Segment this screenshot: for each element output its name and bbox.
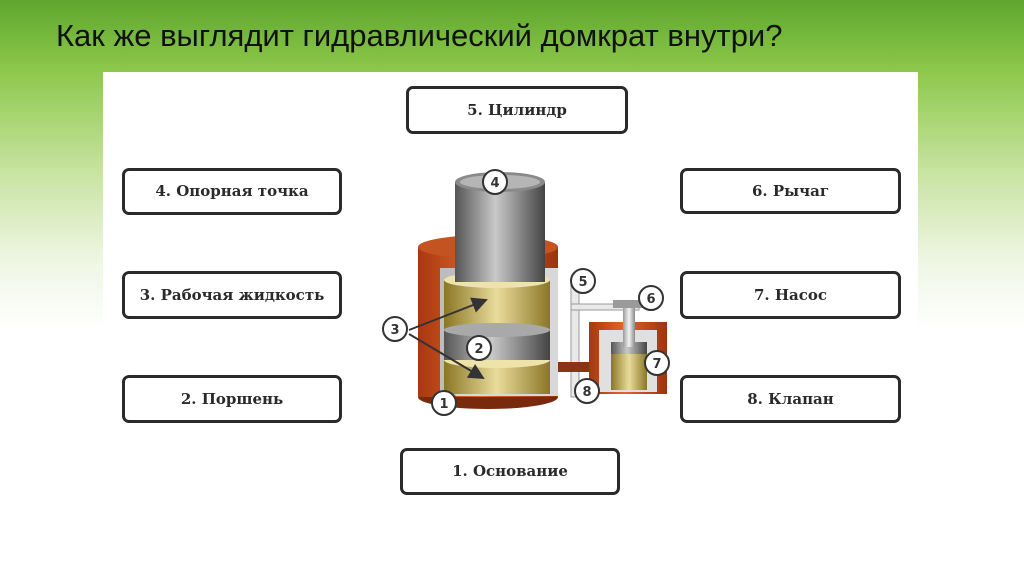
- label-support-point: 4. Опорная точка: [122, 168, 342, 215]
- svg-text:2: 2: [474, 342, 483, 357]
- slide-title: Как же выглядит гидравлический домкрат в…: [56, 18, 783, 53]
- label-pump: 7. Насос: [680, 271, 901, 319]
- marker-3: 3: [382, 316, 408, 342]
- label-piston: 2. Поршень: [122, 375, 342, 423]
- marker-7: 7: [644, 350, 670, 376]
- piston: [444, 323, 550, 360]
- label-base: 1. Основание: [400, 448, 620, 495]
- label-lever: 6. Рычаг: [680, 168, 901, 214]
- svg-text:7: 7: [652, 357, 661, 372]
- marker-1: 1: [431, 390, 457, 416]
- svg-text:8: 8: [582, 385, 591, 400]
- diagram-panel: 1 2 3 4 5 6 7 8 5. Цилинд: [103, 72, 918, 532]
- fluid-arrows: [408, 297, 488, 380]
- hydraulic-jack-diagram: 1 2 3 4 5 6 7 8: [382, 169, 670, 416]
- marker-4: 4: [482, 169, 508, 195]
- marker-5: 5: [570, 268, 596, 294]
- marker-2: 2: [466, 335, 492, 361]
- svg-text:4: 4: [490, 176, 499, 191]
- label-working-fluid: 3. Рабочая жидкость: [122, 271, 342, 319]
- svg-text:3: 3: [390, 323, 399, 338]
- svg-text:5: 5: [578, 275, 587, 290]
- marker-6: 6: [638, 285, 664, 311]
- label-valve: 8. Клапан: [680, 375, 901, 423]
- label-cylinder: 5. Цилиндр: [406, 86, 628, 134]
- svg-text:1: 1: [439, 397, 448, 412]
- pump: [589, 300, 667, 394]
- working-fluid: [444, 272, 550, 394]
- marker-8: 8: [574, 378, 600, 404]
- ram: [455, 172, 545, 282]
- svg-text:6: 6: [646, 292, 655, 307]
